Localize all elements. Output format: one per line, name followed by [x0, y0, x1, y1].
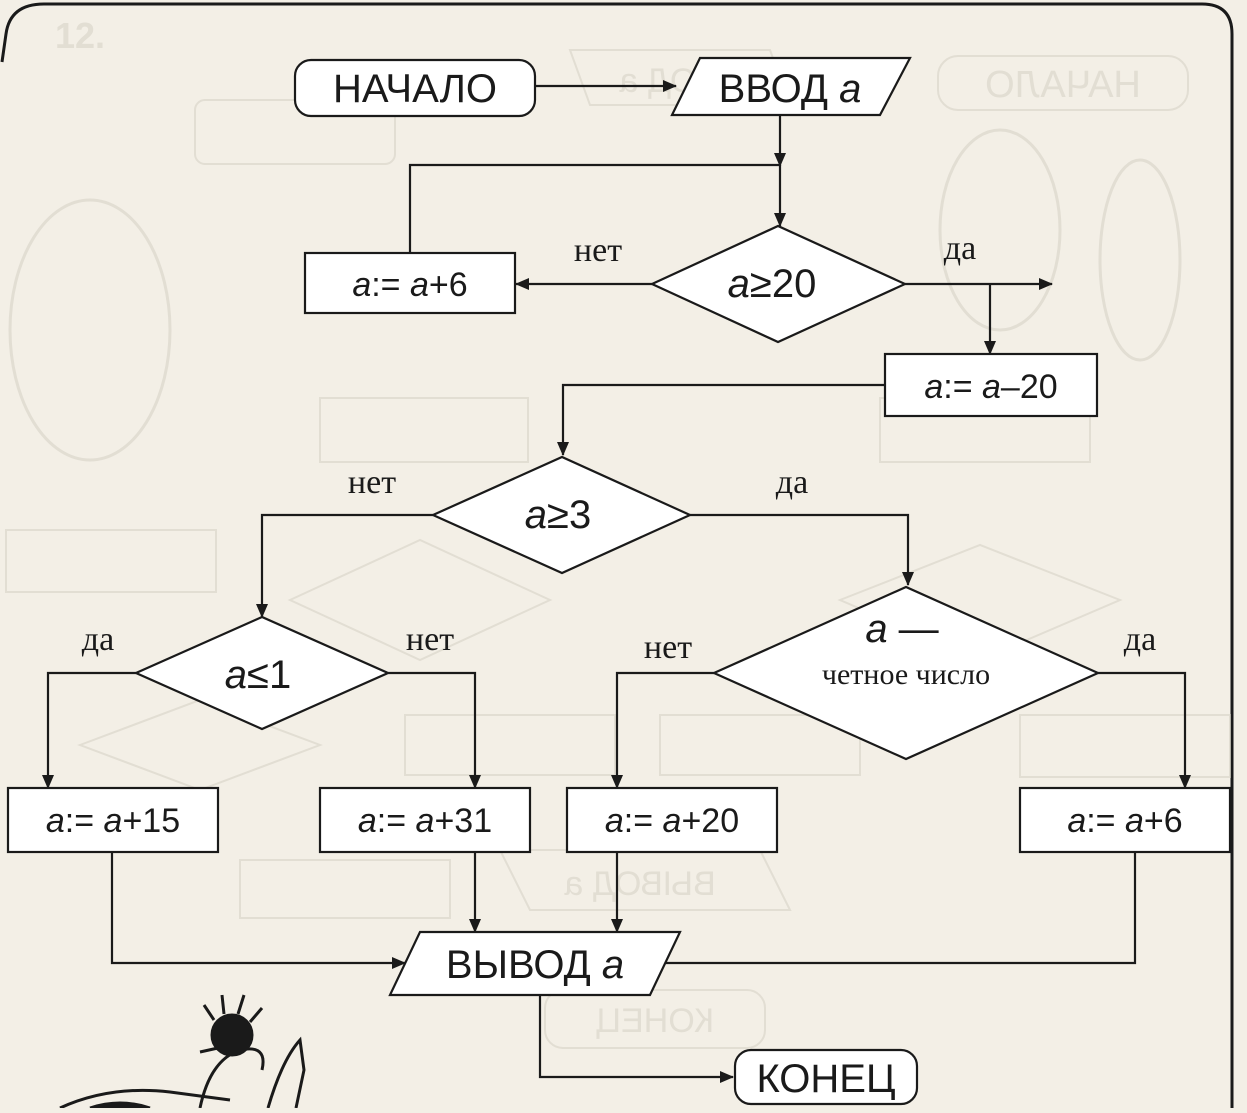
- assign-a-plus-20-label: a:= a+20: [605, 802, 739, 840]
- decision-a-even-line2: четное число: [822, 658, 990, 691]
- page-number: 12.: [55, 15, 105, 56]
- d2-no-label: нет: [348, 464, 396, 501]
- ghost-label-end: КОНЕЦ: [596, 1002, 714, 1040]
- cartoon-character-illustration: [60, 995, 304, 1108]
- d3-yes-label: да: [82, 621, 114, 658]
- decision-a-le-1-label: a≤1: [225, 653, 291, 697]
- decision-a-even-line1: a —: [865, 607, 938, 651]
- assign-a-minus-20-label: a:= a–20: [924, 368, 1057, 406]
- input-label: ВВОД a: [719, 67, 862, 111]
- arrow-plus6-to-output: [650, 852, 1135, 963]
- output-label: ВЫВОД a: [446, 943, 624, 987]
- arrow-d4-yes: [1098, 673, 1185, 788]
- decision-a-ge-20-label: a≥20: [728, 262, 817, 306]
- assign-a-plus-6-top-label: a:= a+6: [352, 266, 467, 304]
- arrow-d3-no: [388, 673, 475, 788]
- d4-no-label: нет: [644, 629, 692, 666]
- d4-yes-label: да: [1124, 621, 1156, 658]
- assign-a-plus-31-label: a:= a+31: [358, 802, 492, 840]
- d3-no-label: нет: [406, 621, 454, 658]
- d1-yes-label: да: [944, 230, 976, 267]
- ghost-label-start: НАЧАЛО: [985, 64, 1141, 106]
- assign-a-plus-6-bottom-label: a:= a+6: [1067, 802, 1182, 840]
- d2-yes-label: да: [776, 464, 808, 501]
- end-label: КОНЕЦ: [756, 1057, 895, 1101]
- d1-no-label: нет: [574, 232, 622, 269]
- assign-a-plus-15-label: a:= a+15: [46, 802, 180, 840]
- arrow-plus15-to-output: [112, 852, 405, 963]
- arrow-d2-no: [262, 515, 433, 617]
- start-label: НАЧАЛО: [333, 67, 497, 111]
- arrow-d4-no: [617, 673, 714, 788]
- arrow-d3-yes: [48, 673, 136, 788]
- ghost-label-output: ВЫВОД a: [564, 865, 715, 903]
- arrow-d2-yes: [690, 515, 908, 585]
- arrow-minus20-to-d2: [563, 385, 885, 455]
- decision-a-ge-3-label: a≥3: [525, 493, 591, 537]
